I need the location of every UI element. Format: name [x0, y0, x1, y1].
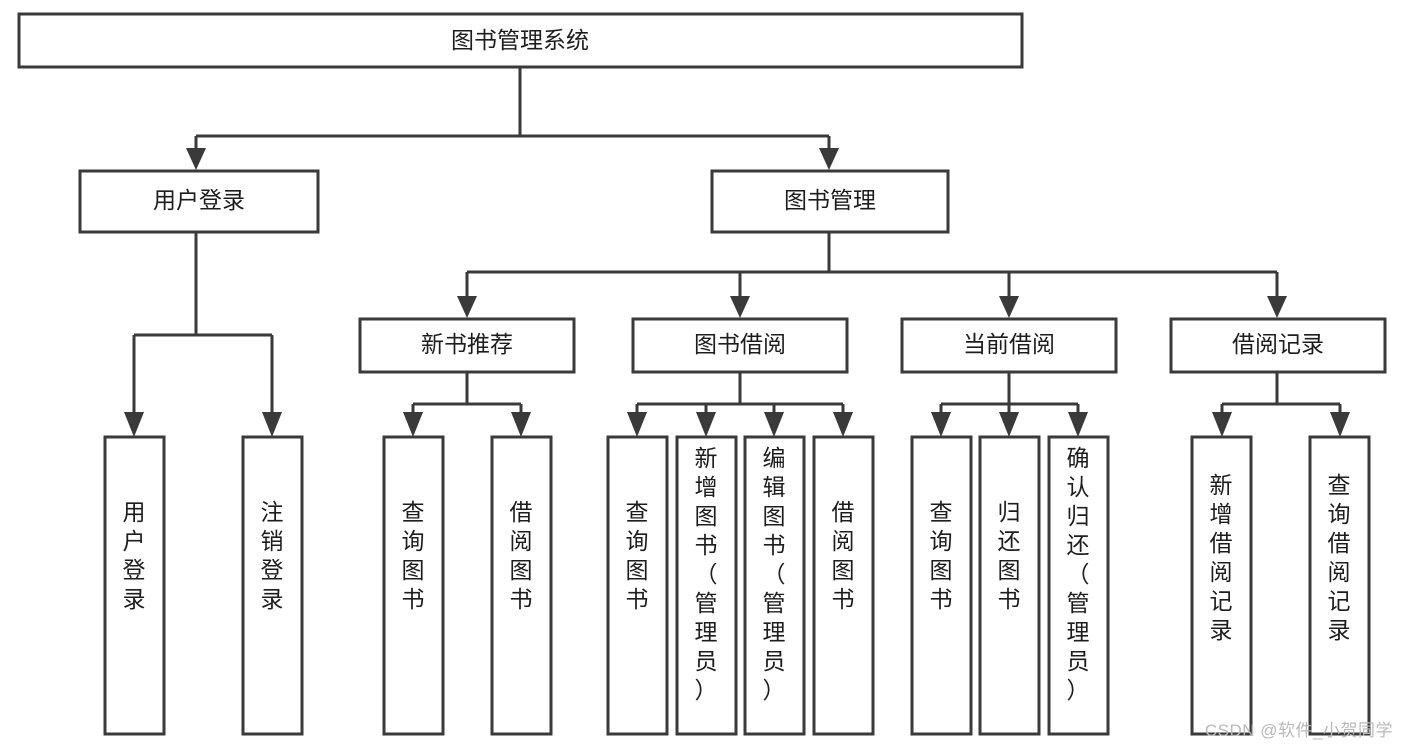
node-leaf-add-book[interactable]: 新增图书（管理员）	[675, 435, 738, 736]
node-leaf-query-book-3-label: 查询图书	[930, 499, 953, 612]
node-book-manage-label: 图书管理	[784, 187, 876, 213]
node-book-borrow[interactable]: 图书借阅	[631, 317, 849, 374]
node-leaf-add-record-box[interactable]	[1190, 435, 1253, 736]
node-user-login[interactable]: 用户登录	[78, 169, 320, 234]
node-leaf-confirm-return[interactable]: 确认归还（管理员）	[1047, 435, 1110, 736]
node-leaf-query-record-box[interactable]	[1308, 435, 1371, 736]
node-leaf-add-record-label: 新增借阅记录	[1210, 472, 1233, 643]
node-leaf-query-book-2[interactable]: 查询图书	[606, 435, 669, 736]
node-user-login-box[interactable]	[78, 169, 320, 234]
arrowhead-leaf-query-record	[1330, 412, 1350, 437]
arrowhead-leaf-user-login	[124, 412, 144, 437]
node-leaf-borrow-book-1-box[interactable]	[490, 435, 553, 736]
node-leaf-query-book-1-label: 查询图书	[402, 499, 425, 612]
arrowhead-user-login	[186, 148, 206, 170]
node-new-book-rec[interactable]: 新书推荐	[358, 317, 576, 374]
arrowhead-leaf-edit-book	[764, 412, 784, 437]
node-leaf-edit-book-box[interactable]	[743, 435, 806, 736]
arrowhead-new-book-rec	[457, 296, 477, 318]
connector-layer	[124, 67, 1350, 437]
node-new-book-rec-box[interactable]	[358, 317, 576, 374]
node-leaf-query-book-1-box[interactable]	[382, 435, 445, 736]
node-current-borrow[interactable]: 当前借阅	[900, 317, 1118, 374]
node-leaf-edit-book[interactable]: 编辑图书（管理员）	[743, 435, 806, 736]
node-leaf-query-book-3[interactable]: 查询图书	[910, 435, 973, 736]
node-leaf-borrow-book-1[interactable]: 借阅图书	[490, 435, 553, 736]
arrowhead-leaf-query-book-2	[627, 412, 647, 437]
node-user-login-label: 用户登录	[153, 187, 245, 213]
node-leaf-query-record-label: 查询借阅记录	[1328, 472, 1351, 643]
node-leaf-query-record[interactable]: 查询借阅记录	[1308, 435, 1371, 736]
node-leaf-return-book-box[interactable]	[978, 435, 1041, 736]
node-leaf-return-book-label: 归还图书	[998, 499, 1021, 612]
arrowhead-leaf-borrow-book-2	[833, 412, 853, 437]
node-leaf-query-book-3-box[interactable]	[910, 435, 973, 736]
arrowhead-leaf-return-book	[999, 412, 1019, 437]
arrowhead-book-manage	[819, 148, 839, 170]
node-leaf-logout-box[interactable]	[241, 435, 304, 736]
node-root[interactable]: 图书管理系统	[17, 12, 1024, 69]
node-leaf-borrow-book-2[interactable]: 借阅图书	[812, 435, 875, 736]
node-leaf-borrow-book-1-label: 借阅图书	[510, 499, 533, 612]
node-new-book-rec-label: 新书推荐	[421, 331, 513, 357]
node-book-manage-box[interactable]	[710, 169, 950, 234]
node-current-borrow-label: 当前借阅	[963, 331, 1055, 357]
node-borrow-record[interactable]: 借阅记录	[1169, 317, 1387, 374]
arrowhead-leaf-add-book	[696, 412, 716, 437]
arrowhead-leaf-add-record	[1212, 412, 1232, 437]
node-leaf-edit-book-label: 编辑图书（管理员）	[763, 445, 786, 703]
arrowhead-leaf-query-book-3	[931, 412, 951, 437]
node-leaf-add-record[interactable]: 新增借阅记录	[1190, 435, 1253, 736]
node-root-box[interactable]	[17, 12, 1024, 69]
arrowhead-borrow-record	[1267, 296, 1287, 318]
node-leaf-borrow-book-2-label: 借阅图书	[832, 499, 855, 612]
node-root-label: 图书管理系统	[451, 27, 589, 53]
node-leaf-query-book-1[interactable]: 查询图书	[382, 435, 445, 736]
node-leaf-borrow-book-2-box[interactable]	[812, 435, 875, 736]
node-leaf-confirm-return-box[interactable]	[1047, 435, 1110, 736]
node-leaf-logout-label: 注销登录	[261, 499, 284, 612]
node-leaf-add-book-box[interactable]	[675, 435, 738, 736]
arrowhead-leaf-query-book-1	[403, 412, 423, 437]
arrowhead-leaf-confirm-return	[1068, 412, 1088, 437]
node-book-borrow-box[interactable]	[631, 317, 849, 374]
node-borrow-record-box[interactable]	[1169, 317, 1387, 374]
arrowhead-current-borrow	[999, 296, 1019, 318]
node-book-borrow-label: 图书借阅	[694, 331, 786, 357]
node-leaf-user-login-box[interactable]	[103, 435, 166, 736]
node-leaf-user-login-label: 用户登录	[123, 499, 146, 612]
node-leaf-add-book-label: 新增图书（管理员）	[695, 445, 718, 703]
node-book-manage[interactable]: 图书管理	[710, 169, 950, 234]
node-leaf-user-login[interactable]: 用户登录	[103, 435, 166, 736]
arrowhead-leaf-borrow-book-1	[511, 412, 531, 437]
node-leaf-logout[interactable]: 注销登录	[241, 435, 304, 736]
node-leaf-confirm-return-label: 确认归还（管理员）	[1067, 445, 1090, 703]
node-leaf-query-book-2-box[interactable]	[606, 435, 669, 736]
node-leaf-return-book[interactable]: 归还图书	[978, 435, 1041, 736]
node-current-borrow-box[interactable]	[900, 317, 1118, 374]
node-borrow-record-label: 借阅记录	[1232, 331, 1324, 357]
arrowhead-leaf-logout	[262, 412, 282, 437]
arrowhead-book-borrow	[730, 296, 750, 318]
node-leaf-query-book-2-label: 查询图书	[626, 499, 649, 612]
